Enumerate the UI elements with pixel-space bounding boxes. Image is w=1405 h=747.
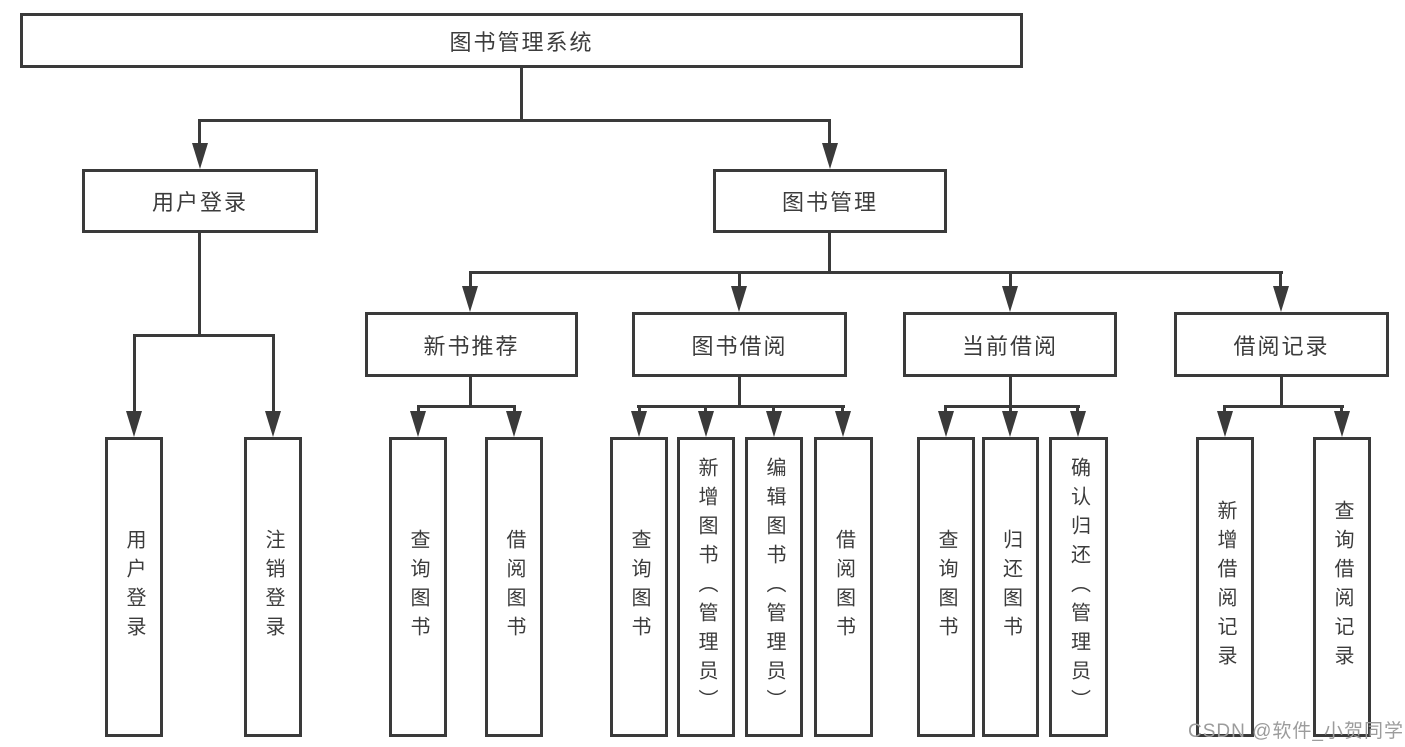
leaf-logout: 注销登录 bbox=[244, 437, 302, 737]
connector-borrow-vline bbox=[738, 377, 741, 407]
connector-stem bbox=[133, 334, 136, 412]
arrow-down-icon bbox=[506, 411, 522, 437]
connector-borrow-hline bbox=[637, 405, 845, 408]
leaf-label: 借阅图书 bbox=[832, 529, 855, 645]
connector-stem bbox=[841, 405, 844, 415]
connector-root-vline bbox=[520, 68, 523, 121]
csdn-watermark: CSDN @软件_小贺同学 bbox=[1188, 721, 1404, 742]
connector-stem bbox=[417, 405, 420, 415]
leaf-label: 查询图书 bbox=[628, 529, 650, 645]
connector-stem bbox=[738, 271, 741, 288]
connector-records-hline bbox=[1224, 405, 1344, 408]
node-book-management: 图书管理 bbox=[713, 169, 947, 233]
leaf-label: 查询图书 bbox=[935, 529, 957, 645]
connector-bookmgmt-vline bbox=[828, 233, 831, 274]
connector-stem bbox=[638, 405, 641, 415]
arrow-down-icon bbox=[822, 143, 838, 169]
connector-records-vline bbox=[1280, 377, 1283, 407]
arrow-down-icon bbox=[1002, 411, 1018, 437]
connector-stem bbox=[704, 405, 707, 415]
leaf-borrow-borrow-book: 借阅图书 bbox=[814, 437, 873, 737]
leaf-newrec-borrow-book: 借阅图书 bbox=[485, 437, 543, 737]
leaf-label: 注销登录 bbox=[262, 529, 284, 645]
connector-stem bbox=[1340, 405, 1343, 415]
connector-stem bbox=[944, 405, 947, 415]
leaf-borrow-add-book-admin: 新增图书（管理员） bbox=[677, 437, 735, 737]
connector-current-vline bbox=[1009, 377, 1012, 407]
leaf-current-query-book: 查询图书 bbox=[917, 437, 975, 737]
arrow-down-icon bbox=[462, 286, 478, 312]
leaf-borrow-edit-book-admin: 编辑图书（管理员） bbox=[745, 437, 803, 737]
arrow-down-icon bbox=[766, 411, 782, 437]
leaf-current-confirm-return-admin: 确认归还（管理员） bbox=[1049, 437, 1108, 737]
connector-stem bbox=[1009, 405, 1012, 415]
connector-stem bbox=[1279, 271, 1282, 288]
leaf-records-add-record: 新增借阅记录 bbox=[1196, 437, 1254, 737]
node-library-system: 图书管理系统 bbox=[20, 13, 1023, 68]
node-new-book-recommend: 新书推荐 bbox=[365, 312, 578, 377]
leaf-newrec-query-book: 查询图书 bbox=[389, 437, 447, 737]
connector-userlogin-vline bbox=[198, 233, 201, 336]
arrow-down-icon bbox=[731, 286, 747, 312]
node-user-login: 用户登录 bbox=[82, 169, 318, 233]
connector-stem bbox=[828, 119, 831, 147]
connector-newrec-hline bbox=[417, 405, 516, 408]
leaf-label: 查询借阅记录 bbox=[1331, 500, 1353, 674]
connector-stem bbox=[1223, 405, 1226, 415]
connector-stem bbox=[513, 405, 516, 415]
connector-stem bbox=[1076, 405, 1079, 415]
arrow-down-icon bbox=[698, 411, 714, 437]
arrow-down-icon bbox=[835, 411, 851, 437]
connector-stem bbox=[198, 119, 201, 147]
arrow-down-icon bbox=[1273, 286, 1289, 312]
leaf-current-return-book: 归还图书 bbox=[982, 437, 1039, 737]
connector-userlogin-hline bbox=[133, 334, 275, 337]
arrow-down-icon bbox=[265, 411, 281, 437]
node-current-borrowing: 当前借阅 bbox=[903, 312, 1117, 377]
arrow-down-icon bbox=[410, 411, 426, 437]
connector-newrec-vline bbox=[469, 377, 472, 407]
leaf-label: 新增图书（管理员） bbox=[695, 456, 717, 718]
arrow-down-icon bbox=[1217, 411, 1233, 437]
leaf-records-query-record: 查询借阅记录 bbox=[1313, 437, 1371, 737]
leaf-label: 借阅图书 bbox=[503, 529, 525, 645]
node-book-borrowing: 图书借阅 bbox=[632, 312, 847, 377]
leaf-label: 用户登录 bbox=[123, 529, 145, 645]
leaf-label: 查询图书 bbox=[407, 529, 429, 645]
leaf-label: 编辑图书（管理员） bbox=[763, 456, 785, 718]
arrow-down-icon bbox=[1002, 286, 1018, 312]
leaf-user-login: 用户登录 bbox=[105, 437, 163, 737]
node-borrowing-records: 借阅记录 bbox=[1174, 312, 1389, 377]
leaf-label: 确认归还（管理员） bbox=[1067, 456, 1090, 718]
connector-stem bbox=[772, 405, 775, 415]
connector-root-hline bbox=[198, 119, 831, 122]
connector-stem bbox=[1009, 271, 1012, 288]
connector-bookmgmt-hline bbox=[469, 271, 1283, 274]
leaf-borrow-query-book: 查询图书 bbox=[610, 437, 668, 737]
arrow-down-icon bbox=[126, 411, 142, 437]
leaf-label: 归还图书 bbox=[999, 529, 1022, 645]
arrow-down-icon bbox=[192, 143, 208, 169]
connector-stem bbox=[272, 334, 275, 412]
arrow-down-icon bbox=[1334, 411, 1350, 437]
connector-stem bbox=[469, 271, 472, 288]
arrow-down-icon bbox=[1070, 411, 1086, 437]
arrow-down-icon bbox=[938, 411, 954, 437]
connector-current-hline bbox=[945, 405, 1080, 408]
arrow-down-icon bbox=[631, 411, 647, 437]
leaf-label: 新增借阅记录 bbox=[1214, 500, 1236, 674]
